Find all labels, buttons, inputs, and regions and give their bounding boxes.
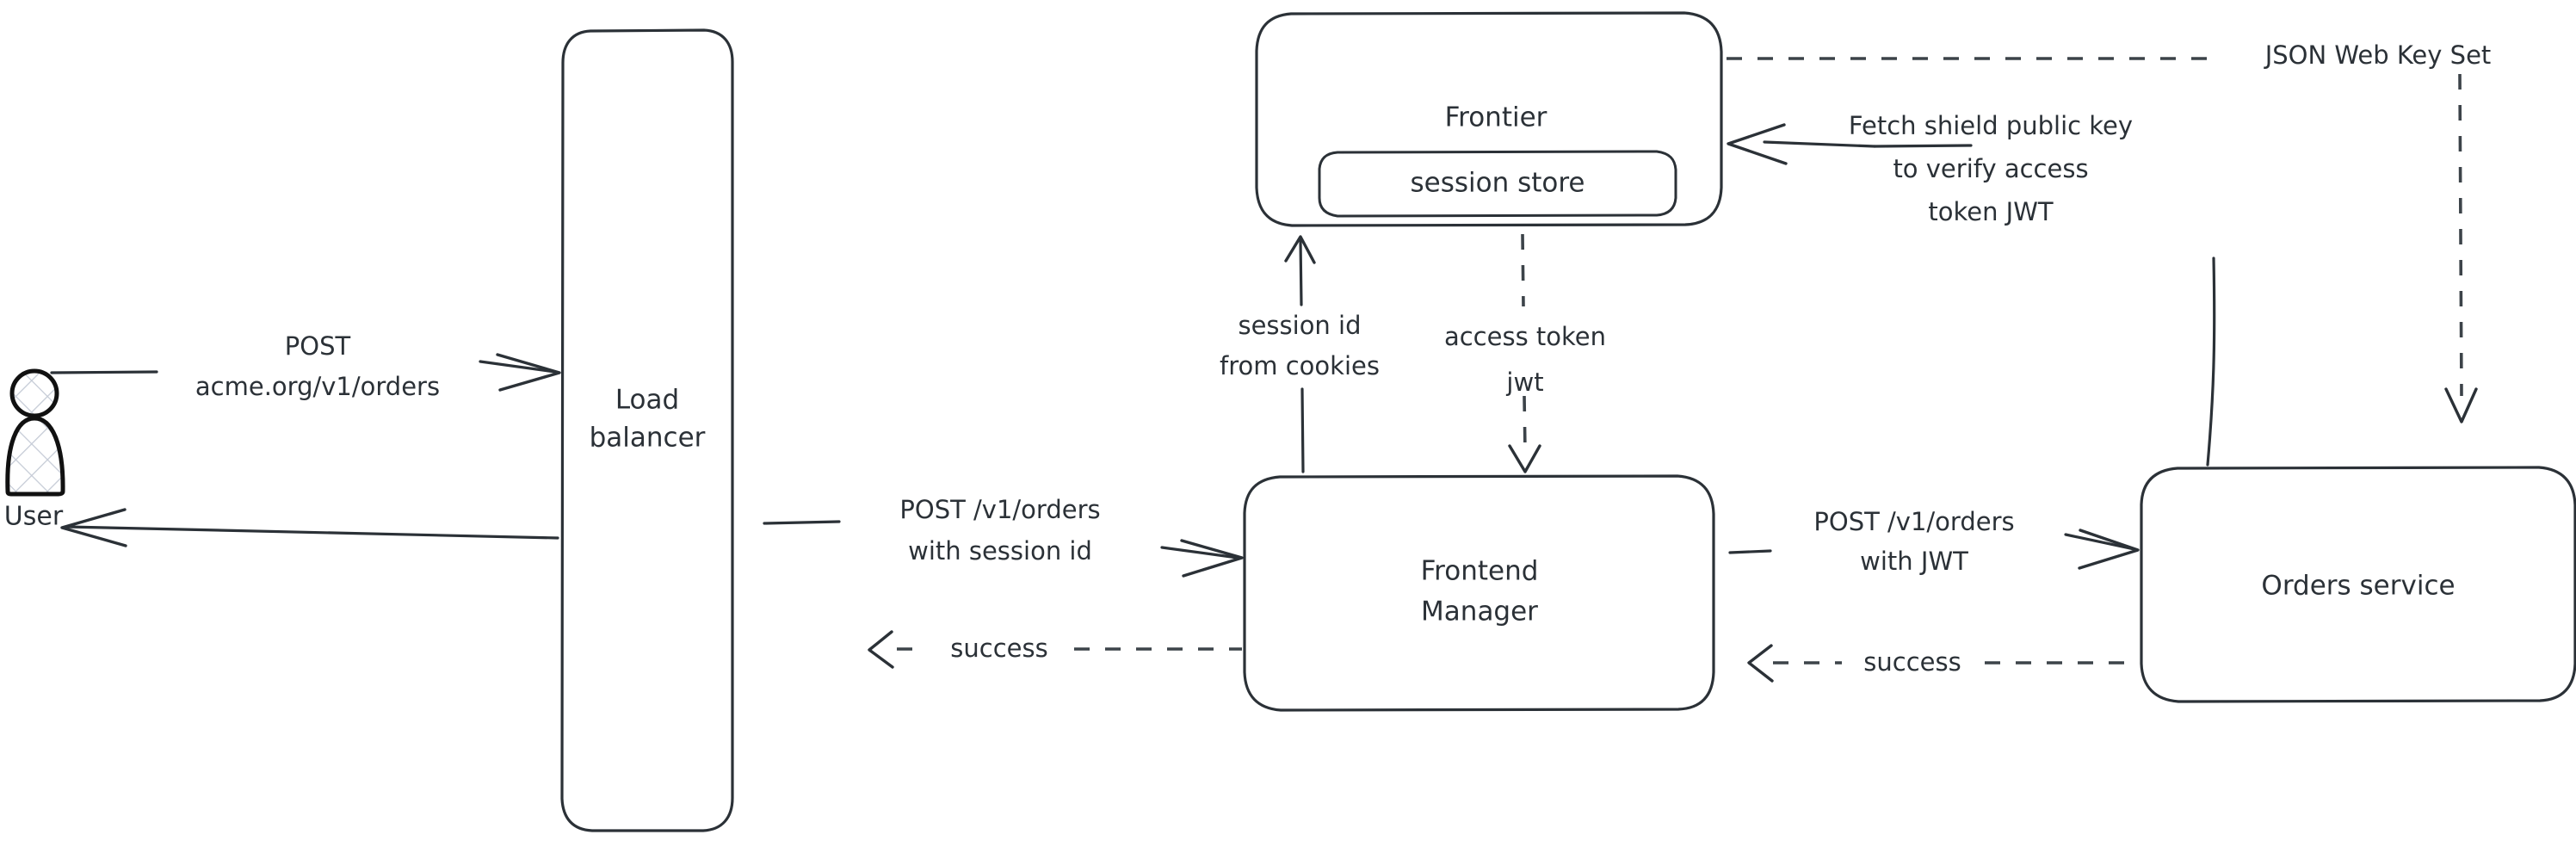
frontend-manager-label-line1: Frontend [1421, 556, 1539, 587]
frontend-manager-label-line2: Manager [1421, 597, 1538, 628]
session-store-label: session store [1410, 168, 1585, 199]
actor-user-label: User [4, 502, 64, 532]
edge-fm-to-orders-label-line2: with JWT [1860, 547, 1968, 576]
edge-fm-to-frontier: session id from cookies [1220, 235, 1380, 473]
edge-lb-to-fm-line [763, 520, 841, 525]
edge-orders-to-fm-arrowhead [1747, 644, 1774, 683]
edge-load-balancer-to-user [60, 508, 559, 547]
edge-fm-to-lb-success: success [868, 630, 1242, 669]
edge-orders-to-frontier-stub [1763, 140, 1876, 148]
actor-user: User [4, 368, 65, 532]
load-balancer-label-line1: Load [615, 385, 679, 416]
edge-frontier-to-fm-line-lower [1523, 395, 1527, 452]
edge-user-to-lb-line [50, 370, 158, 374]
person-icon-head [9, 368, 59, 418]
orders-service-label: Orders service [2261, 571, 2455, 602]
edge-fm-to-frontier-line-upper [1299, 239, 1303, 306]
edge-frontier-to-orders: JSON Web Key Set [1727, 40, 2492, 424]
edge-fm-to-orders-arrowhead [2078, 529, 2140, 570]
edge-frontier-to-fm-label-line2: jwt [1505, 368, 1543, 397]
edge-user-to-lb-label-line2: acme.org/v1/orders [195, 372, 440, 401]
load-balancer-shape [560, 28, 734, 832]
edge-orders-to-fm-success: success [1747, 644, 2126, 683]
node-load-balancer[interactable]: Load balancer [560, 28, 734, 832]
edge-orders-to-frontier-arrowhead [1727, 123, 1788, 165]
person-icon-body [5, 416, 65, 497]
edge-lb-to-fm-label-line1: POST /v1/orders [899, 495, 1100, 524]
edge-fm-to-orders-line [1728, 549, 1772, 554]
node-orders-service[interactable]: Orders service [2140, 466, 2576, 703]
session-store-shape [1318, 150, 1677, 218]
edge-orders-to-frontier-line [1873, 144, 1973, 148]
edge-lb-to-fm-arrowhead [1180, 539, 1244, 578]
orders-service-shape [2140, 466, 2576, 703]
edge-fm-to-frontier-line-lower [1300, 387, 1305, 473]
edge-fm-to-frontier-label-line2: from cookies [1220, 351, 1380, 380]
frontier-label: Frontier [1445, 102, 1547, 133]
edge-frontier-to-fm-label-line1: access token [1444, 322, 1606, 351]
edge-user-to-load-balancer: POST acme.org/v1/orders [50, 331, 561, 401]
edge-frontier-to-orders-arrowhead [2444, 387, 2478, 424]
node-frontend-manager[interactable]: Frontend Manager [1243, 474, 1715, 712]
edge-fm-to-lb-label: success [950, 634, 1047, 663]
edge-lb-to-user-arrowhead [60, 508, 127, 547]
node-frontier[interactable]: Frontier session store [1255, 11, 1723, 227]
edge-frontier-to-fm: access token jwt [1444, 233, 1606, 473]
edge-fm-to-frontier-label-line1: session id [1238, 311, 1361, 340]
edge-orders-to-frontier: Fetch shield public key to verify access… [1727, 111, 2216, 467]
edge-lb-to-fm-label-line2: with session id [908, 536, 1092, 566]
edge-frontier-to-orders-vertical [2458, 73, 2463, 397]
edge-orders-to-frontier-label-line3: token JWT [1928, 197, 2054, 226]
edge-fm-to-orders: POST /v1/orders with JWT [1728, 507, 2140, 576]
edge-orders-to-frontier-label-line2: to verify access [1893, 154, 2088, 183]
edge-lb-to-fm-line-tail [1160, 546, 1239, 560]
edge-user-to-lb-label-line1: POST [285, 331, 351, 361]
edge-fm-to-lb-arrowhead [868, 630, 894, 669]
edge-frontier-to-orders-label: JSON Web Key Set [2264, 40, 2492, 70]
load-balancer-label-line2: balancer [590, 423, 706, 454]
edge-fm-to-orders-line-tail [2064, 533, 2136, 551]
edge-orders-to-fm-label: success [1863, 647, 1961, 677]
edge-lb-to-frontend-manager: POST /v1/orders with session id [763, 495, 1244, 578]
edge-lb-to-user-line [65, 525, 559, 540]
edge-frontier-to-fm-arrowhead [1508, 444, 1541, 473]
edge-orders-to-frontier-curve [2206, 257, 2216, 467]
edge-user-to-lb-line-tail [479, 360, 557, 374]
node-session-store[interactable]: session store [1318, 150, 1677, 218]
frontend-manager-shape [1243, 474, 1715, 712]
edge-fm-to-orders-label-line1: POST /v1/orders [1813, 507, 2014, 536]
edge-fm-to-frontier-arrowhead [1284, 235, 1316, 264]
edge-orders-to-frontier-label-line1: Fetch shield public key [1849, 111, 2133, 140]
edge-user-to-lb-arrowhead [496, 353, 561, 392]
